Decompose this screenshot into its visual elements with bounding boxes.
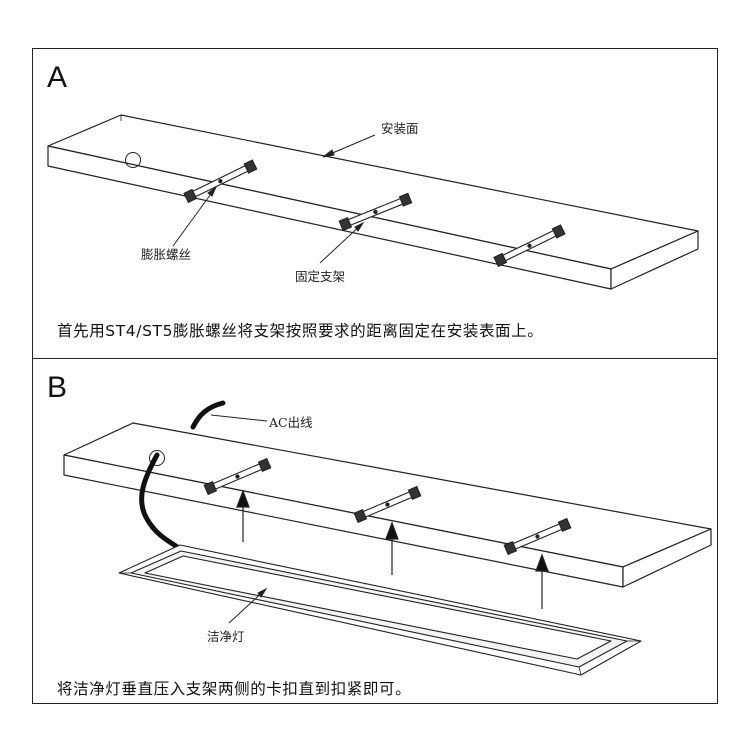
- panel-a-drawing: 安装面 膨胀螺丝 固定支架: [47, 114, 699, 290]
- panel-a: A: [32, 48, 718, 359]
- panel-a-letter: A: [47, 61, 68, 94]
- label-clean-lamp: 洁净灯: [207, 629, 245, 644]
- bracket-1: [183, 159, 258, 204]
- panel-b-drawing: AC出线 洁净灯: [63, 400, 712, 676]
- label-ac-cable: AC出线: [268, 415, 313, 430]
- label-mounting-surface: 安装面: [381, 121, 419, 136]
- bracket-2: [338, 192, 413, 232]
- bracket-b-2: [353, 485, 422, 524]
- panel-b-caption: 将洁净灯垂直压入支架两侧的卡扣直到扣紧即可。: [57, 680, 412, 698]
- clean-lamp: [118, 544, 642, 676]
- panel-b-letter: B: [47, 371, 68, 404]
- mounting-surface-side: [610, 230, 699, 290]
- ac-cable: [139, 400, 226, 554]
- brackets-b: [203, 457, 572, 556]
- panel-a-caption: 首先用ST4/ST5膨胀螺丝将支架按照要求的距离固定在安装表面上。: [57, 322, 544, 340]
- brackets: [183, 159, 566, 268]
- mounting-surface-top: [47, 114, 699, 270]
- panel-b: B: [32, 358, 718, 704]
- bracket-b-1: [203, 457, 272, 496]
- label-fixing-bracket: 固定支架: [295, 269, 345, 284]
- cable-hole-b: [149, 450, 165, 466]
- cable-hole: [125, 152, 141, 168]
- press-arrows: [236, 489, 549, 609]
- label-expansion-screw: 膨胀螺丝: [141, 247, 191, 262]
- mounting-surface-side-b: [622, 528, 712, 588]
- bracket-b-3: [503, 517, 572, 556]
- bracket-3: [493, 224, 566, 268]
